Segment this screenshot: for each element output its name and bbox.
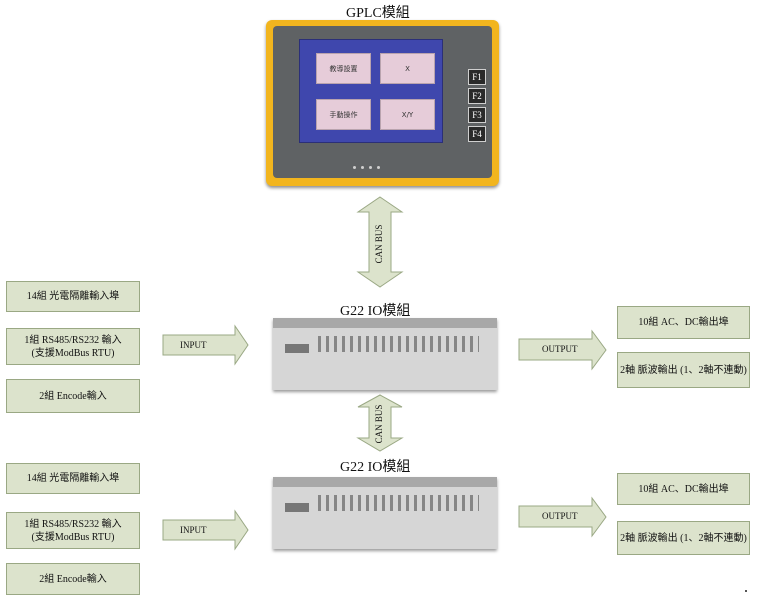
io-module-device (273, 477, 497, 549)
io-module-device (273, 318, 497, 390)
output-box-pulse: 2軸 脈波輸出 (1、2軸不連動) (617, 521, 750, 555)
hmi-manual-button[interactable]: 手動操作 (316, 99, 371, 130)
gplc-hmi-panel: 教導設置 X 手動操作 X/Y F1 F2 F3 F4 (266, 20, 499, 186)
status-led (353, 166, 356, 169)
input-box-rs485: 1組 RS485/RS232 輸入 (支援ModBus RTU) (6, 328, 140, 365)
hmi-screen: 教導設置 X 手動操作 X/Y (299, 39, 443, 143)
hmi-bezel: 教導設置 X 手動操作 X/Y F1 F2 F3 F4 (273, 26, 492, 178)
input-arrow-bottom (162, 509, 249, 551)
output-arrow-top (518, 329, 607, 371)
input-box-photocoupler: 14組 光電隔離輸入埠 (6, 281, 140, 312)
output-box-ac-dc: 10組 AC、DC輸出埠 (617, 473, 750, 505)
can-bus-arrow-lower (356, 394, 404, 452)
gplc-title: GPLC模組 (346, 6, 410, 21)
output-label: OUTPUT (542, 511, 578, 521)
dip-switch (285, 503, 309, 512)
hmi-xy-button[interactable]: X/Y (380, 99, 435, 130)
terminal-block (318, 336, 479, 352)
output-arrow-bottom (518, 496, 607, 538)
output-label: OUTPUT (542, 344, 578, 354)
input-label: INPUT (180, 340, 207, 350)
dip-switch (285, 344, 309, 353)
output-box-pulse: 2軸 脈波輸出 (1、2軸不連動) (617, 352, 750, 388)
f1-key[interactable]: F1 (468, 69, 486, 85)
output-box-ac-dc: 10組 AC、DC輸出埠 (617, 306, 750, 339)
hmi-x-button[interactable]: X (380, 53, 435, 84)
can-bus-label-lower: CAN BUS (374, 404, 384, 444)
status-led (377, 166, 380, 169)
can-bus-arrow-upper (356, 196, 404, 288)
corner-dot (745, 590, 747, 592)
input-box-photocoupler: 14組 光電隔離輸入埠 (6, 463, 140, 494)
terminal-block (318, 495, 479, 511)
io-module-title: G22 IO模組 (340, 460, 411, 475)
input-box-encoder: 2組 Encode輸入 (6, 563, 140, 595)
can-bus-label-upper: CAN BUS (374, 224, 384, 264)
f2-key[interactable]: F2 (468, 88, 486, 104)
status-led (361, 166, 364, 169)
input-label: INPUT (180, 525, 207, 535)
io-module-title: G22 IO模組 (340, 304, 411, 319)
input-box-rs485: 1組 RS485/RS232 輸入 (支援ModBus RTU) (6, 512, 140, 549)
input-box-encoder: 2組 Encode輸入 (6, 379, 140, 413)
f3-key[interactable]: F3 (468, 107, 486, 123)
hmi-teach-button[interactable]: 教導設置 (316, 53, 371, 84)
io-module-top (273, 477, 497, 487)
input-arrow-top (162, 324, 249, 366)
status-led (369, 166, 372, 169)
io-module-top (273, 318, 497, 328)
f4-key[interactable]: F4 (468, 126, 486, 142)
